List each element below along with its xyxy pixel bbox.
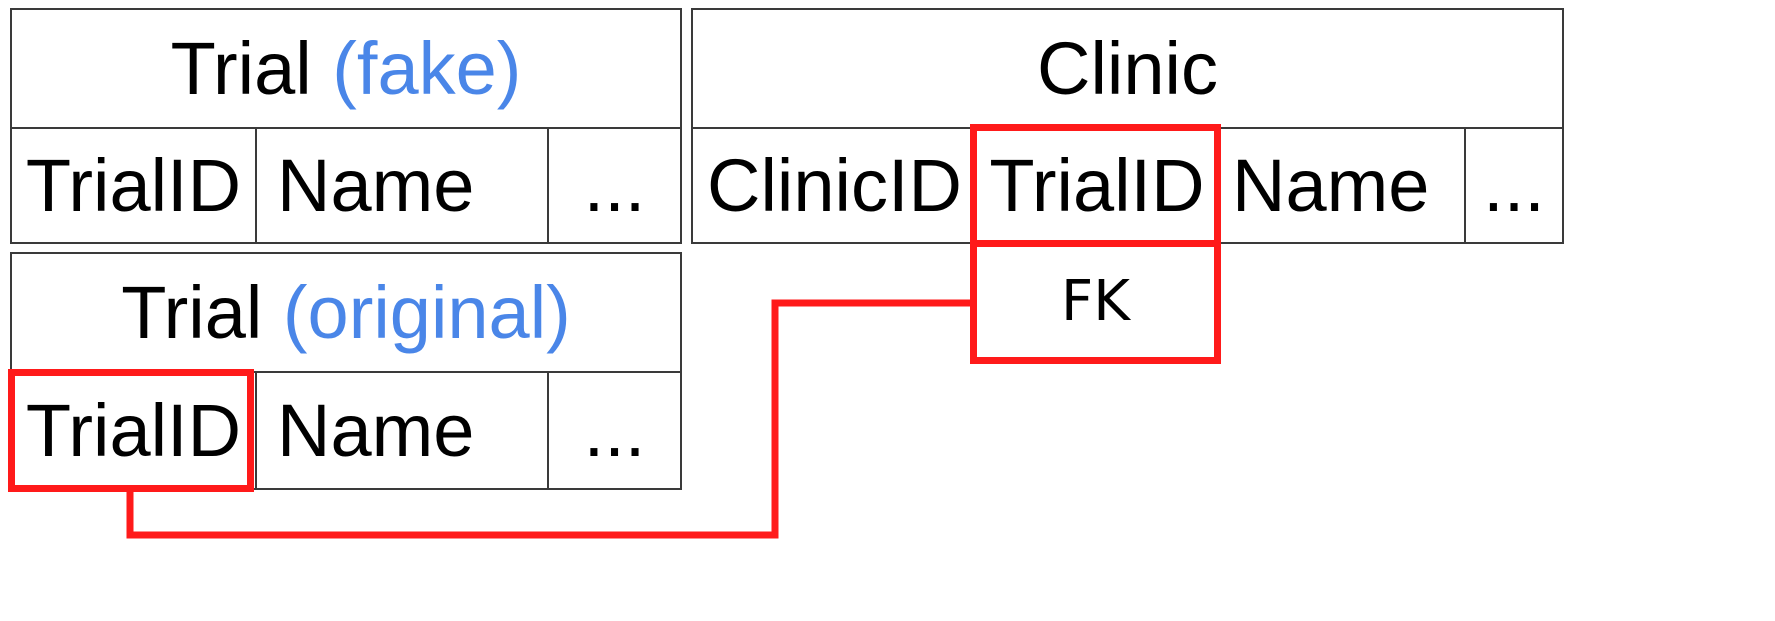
trial-fake-col-divider-2 bbox=[547, 129, 549, 242]
trial-fake-table: Trial (fake) TrialID Name ... bbox=[10, 8, 682, 244]
clinic-col-trialid: TrialID bbox=[989, 143, 1205, 227]
trial-fake-col-name: Name bbox=[277, 143, 475, 227]
trial-fake-col-divider-1 bbox=[255, 129, 257, 242]
trial-original-title-variant: (original) bbox=[282, 270, 571, 354]
trial-original-col-more: ... bbox=[583, 388, 646, 472]
trial-original-title: Trial (original) bbox=[12, 254, 680, 371]
trial-fake-title: Trial (fake) bbox=[12, 10, 680, 127]
trial-original-col-divider-2 bbox=[547, 373, 549, 488]
trial-original-divider bbox=[12, 371, 680, 373]
clinic-col-divider-3 bbox=[1464, 129, 1466, 242]
clinic-title: Clinic bbox=[1037, 26, 1218, 110]
trial-fake-title-name: Trial bbox=[170, 26, 312, 110]
foreign-key-connector-line bbox=[126, 299, 973, 539]
clinic-col-name: Name bbox=[1232, 143, 1430, 227]
trial-original-col-divider-1 bbox=[255, 373, 257, 488]
clinic-col-more: ... bbox=[1483, 143, 1545, 227]
trial-fake-col-more: ... bbox=[583, 143, 646, 227]
trial-fake-col-trialid: TrialID bbox=[25, 143, 242, 227]
clinic-col-clinicid: ClinicID bbox=[707, 143, 962, 227]
trial-original-col-trialid: TrialID bbox=[25, 388, 242, 472]
foreign-key-label: FK bbox=[1061, 269, 1130, 334]
trial-original-col-name: Name bbox=[277, 388, 475, 472]
trial-fake-title-variant: (fake) bbox=[332, 26, 522, 110]
trial-original-title-name: Trial bbox=[121, 270, 263, 354]
trial-fake-divider bbox=[12, 127, 680, 129]
